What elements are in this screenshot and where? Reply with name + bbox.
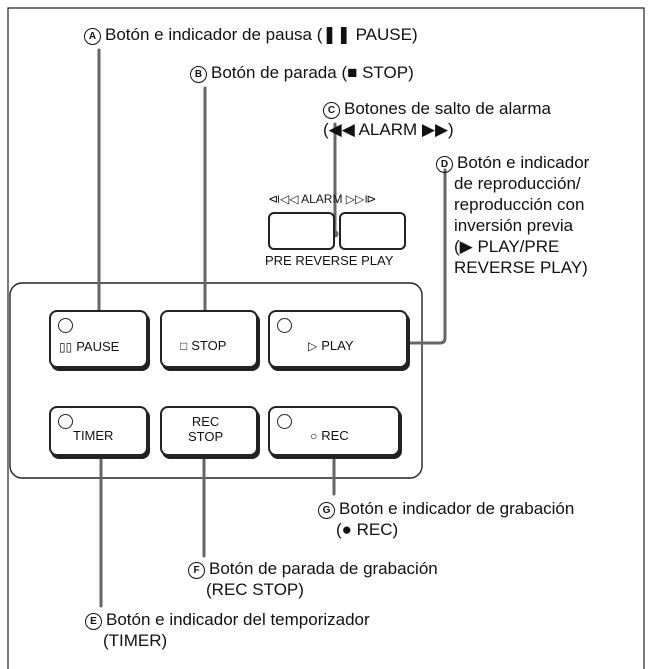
callout-letter-c: C: [323, 102, 340, 119]
pause-indicator-led: [58, 318, 73, 333]
timer-label: TIMER: [73, 428, 114, 443]
rec-stop-label-line2: STOP: [188, 429, 224, 444]
callout-c-line2: (◀◀ ALARM ▶▶): [323, 120, 454, 139]
play-indicator-led: [277, 318, 292, 333]
panel-outline: [9, 282, 423, 479]
callout-d-line6: REVERSE PLAY): [454, 258, 588, 277]
rec-stop-label-line1: REC: [191, 414, 220, 429]
alarm-label: ⧏◁◁ ALARM ▷▷⧐: [268, 192, 377, 206]
stop-label: STOP: [191, 338, 227, 353]
pause-button[interactable]: ▯▯PAUSE: [49, 310, 148, 368]
callout-letter-b: B: [190, 66, 207, 83]
rec-label: REC: [321, 428, 349, 443]
pre-reverse-play-label: PRE REVERSE PLAY: [265, 253, 394, 268]
play-icon: ▷: [308, 339, 318, 353]
rec-icon: ○: [310, 429, 318, 443]
callout-f-line2: (REC STOP): [206, 580, 304, 599]
callout-g-line2: (● REC): [336, 520, 399, 539]
callout-f-line1: Botón de parada de grabación: [209, 559, 438, 578]
stop-button[interactable]: □STOP: [160, 310, 258, 368]
callout-d-line2: de reproducción/: [454, 174, 581, 193]
alarm-skip-back-button[interactable]: [268, 212, 335, 250]
rec-stop-button[interactable]: REC STOP: [160, 406, 258, 456]
play-label: PLAY: [321, 338, 354, 353]
callout-e-line2: (TIMER): [103, 631, 168, 650]
callout-letter-a: A: [84, 28, 101, 45]
timer-indicator-led: [58, 414, 73, 429]
callout-letter-e: E: [85, 613, 102, 630]
callout-c-line1: Botones de salto de alarma: [344, 99, 551, 118]
callout-letter-f: F: [188, 562, 205, 579]
alarm-skip-forward-button[interactable]: [339, 212, 406, 250]
callout-d-line3: reproducción con: [454, 195, 585, 214]
timer-button[interactable]: TIMER: [49, 406, 148, 456]
callout-b-text: Botón de parada (■ STOP): [211, 63, 414, 82]
stop-icon: □: [180, 339, 188, 353]
callout-letter-g: G: [318, 502, 335, 519]
callout-e-line1: Botón e indicador del temporizador: [106, 610, 370, 629]
rec-button[interactable]: ○REC: [268, 406, 400, 456]
leader-d: [370, 168, 447, 345]
pause-label: PAUSE: [76, 339, 120, 354]
callout-g-line1: Botón e indicador de grabación: [339, 499, 575, 518]
callout-d-line4: inversión previa: [454, 216, 574, 235]
callout-d-line1: Botón e indicador: [457, 153, 590, 172]
callout-a-text: Botón e indicador de pausa (❚❚ PAUSE): [105, 25, 418, 44]
callout-d-line5: (▶ PLAY/PRE: [454, 237, 560, 256]
callout-letter-d: D: [436, 156, 453, 173]
rec-indicator-led: [277, 414, 292, 429]
pause-icon: ▯▯: [59, 340, 73, 354]
outer-frame: [7, 7, 645, 669]
play-button[interactable]: ▷PLAY: [268, 310, 408, 368]
